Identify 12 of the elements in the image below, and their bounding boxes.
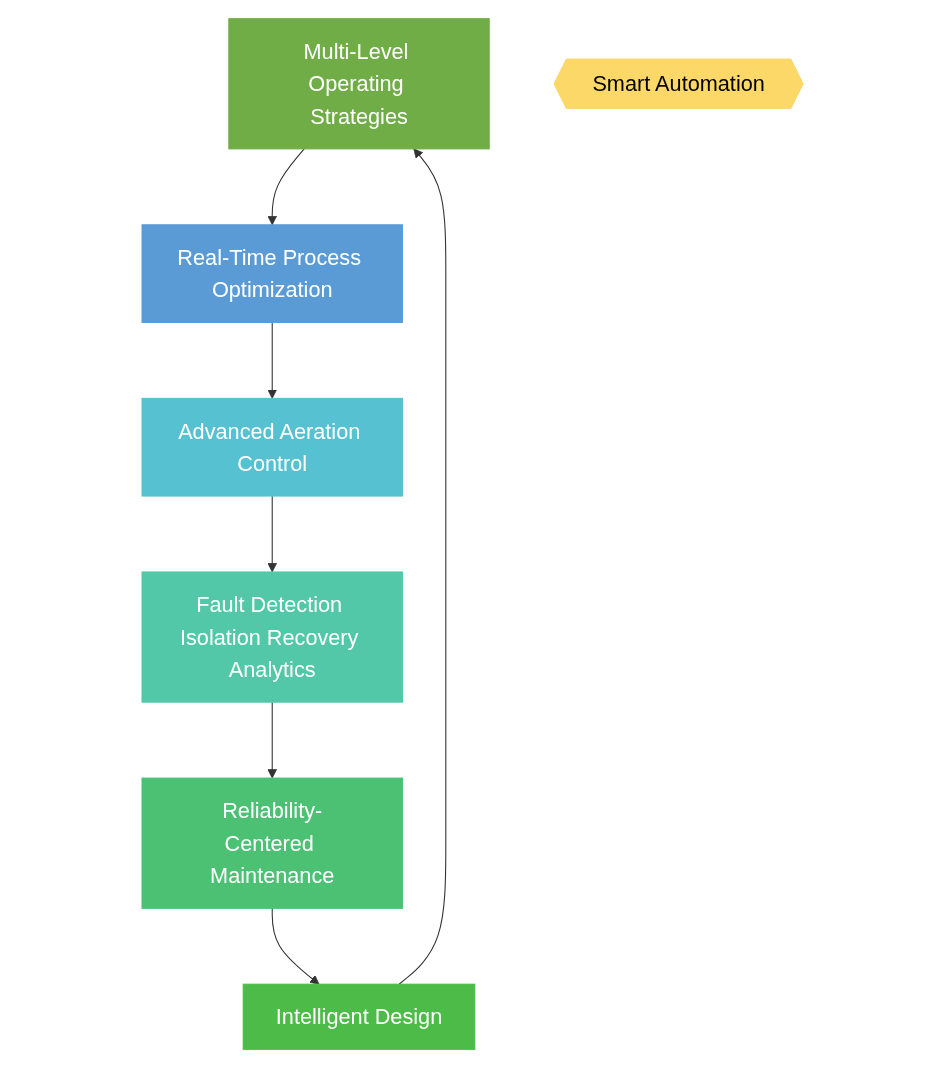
arrow [398, 148, 447, 985]
node-box: Real-Time Process Optimization [141, 224, 403, 323]
node-box: Reliability-Centered Maintenance [141, 777, 403, 909]
node-box: Multi-Level Operating Strategies [228, 18, 490, 150]
node-box: Fault Detection Isolation Recovery Analytics [141, 571, 403, 703]
node-box: Intelligent Design [242, 983, 476, 1050]
arrow [267, 495, 277, 573]
arrow [267, 701, 277, 779]
arrow [271, 907, 320, 985]
node-box: Advanced Aeration Control [141, 397, 403, 497]
arrow [267, 321, 277, 399]
arrow [267, 148, 305, 226]
